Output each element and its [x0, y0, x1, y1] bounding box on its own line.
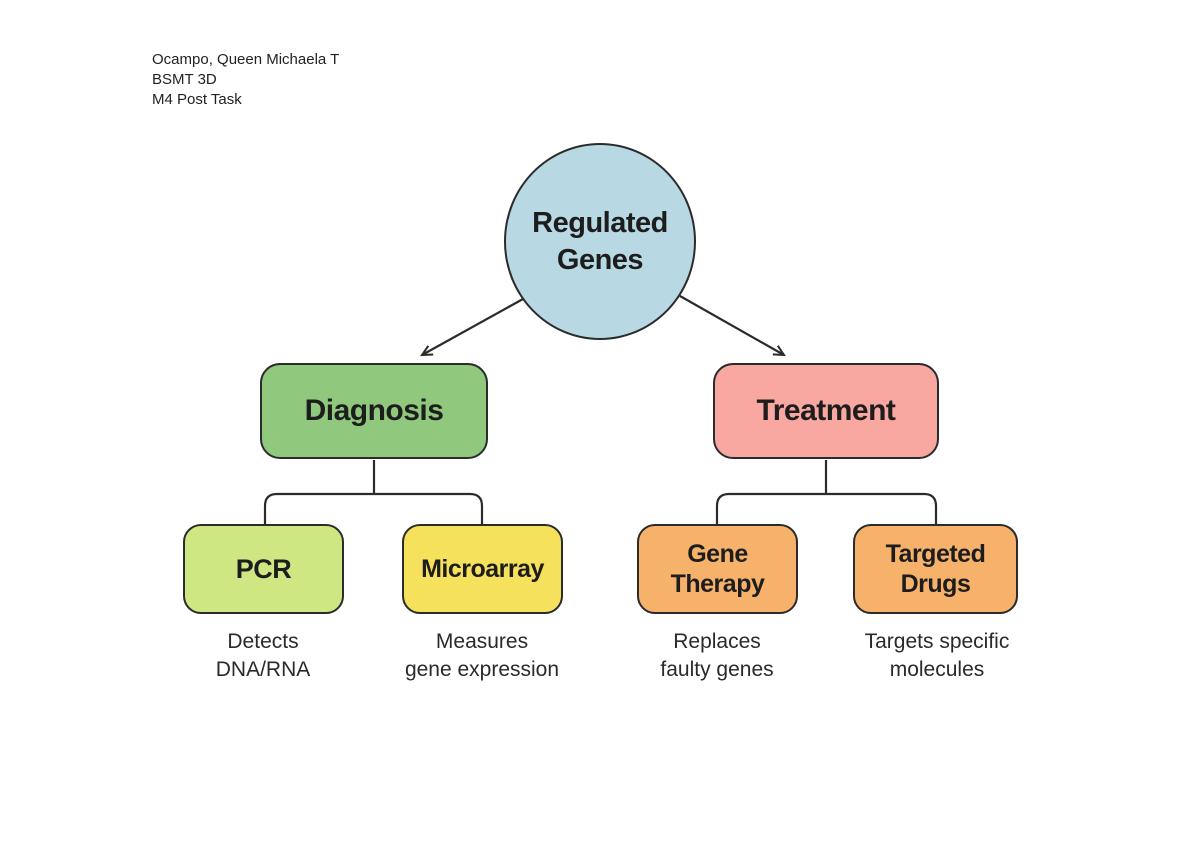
arrow-root-to-diagnosis	[420, 298, 524, 357]
caption-microarray-line2: gene expression	[404, 658, 560, 681]
node-pcr-label: PCR	[235, 553, 292, 584]
caption-microarray-line1: Measures	[435, 630, 529, 653]
node-targeted-drugs-line1: Targeted	[885, 539, 986, 568]
node-regulated-genes: Regulated Genes	[504, 143, 696, 340]
node-treatment: Treatment	[713, 363, 939, 459]
header-task: M4 Post Task	[152, 91, 242, 108]
document-header: Ocampo, Queen Michaela T BSMT 3D M4 Post…	[152, 50, 339, 110]
caption-pcr: Detects DNA/RNA	[153, 628, 373, 684]
node-pcr: PCR	[183, 524, 344, 614]
caption-microarray: Measures gene expression	[372, 628, 592, 684]
caption-pcr-line1: Detects	[227, 630, 299, 653]
arrow-root-to-treatment	[679, 295, 786, 357]
node-targeted-drugs: Targeted Drugs	[853, 524, 1018, 614]
node-gene-therapy-line1: Gene	[687, 539, 748, 568]
caption-gene-therapy-line2: faulty genes	[660, 658, 774, 681]
node-diagnosis: Diagnosis	[260, 363, 488, 459]
caption-targeted-drugs: Targets specific molecules	[817, 628, 1057, 684]
caption-gene-therapy-line1: Replaces	[673, 630, 761, 653]
node-regulated-genes-line2: Genes	[556, 243, 644, 276]
node-microarray-label: Microarray	[421, 554, 544, 583]
caption-pcr-line2: DNA/RNA	[215, 658, 311, 681]
header-author: Ocampo, Queen Michaela T	[152, 51, 340, 68]
caption-targeted-drugs-line2: molecules	[889, 658, 985, 681]
caption-targeted-drugs-line1: Targets specific	[864, 630, 1010, 653]
node-diagnosis-label: Diagnosis	[304, 394, 444, 427]
node-targeted-drugs-line2: Drugs	[900, 570, 971, 598]
node-regulated-genes-line1: Regulated	[532, 207, 668, 240]
connector-diagnosis-bracket	[263, 492, 484, 524]
header-section: BSMT 3D	[152, 71, 217, 88]
node-gene-therapy: Gene Therapy	[637, 524, 798, 614]
connector-treatment-bracket	[715, 492, 938, 524]
caption-gene-therapy: Replaces faulty genes	[607, 628, 827, 684]
node-microarray: Microarray	[402, 524, 563, 614]
node-gene-therapy-line2: Therapy	[670, 570, 765, 598]
node-treatment-label: Treatment	[756, 394, 896, 427]
